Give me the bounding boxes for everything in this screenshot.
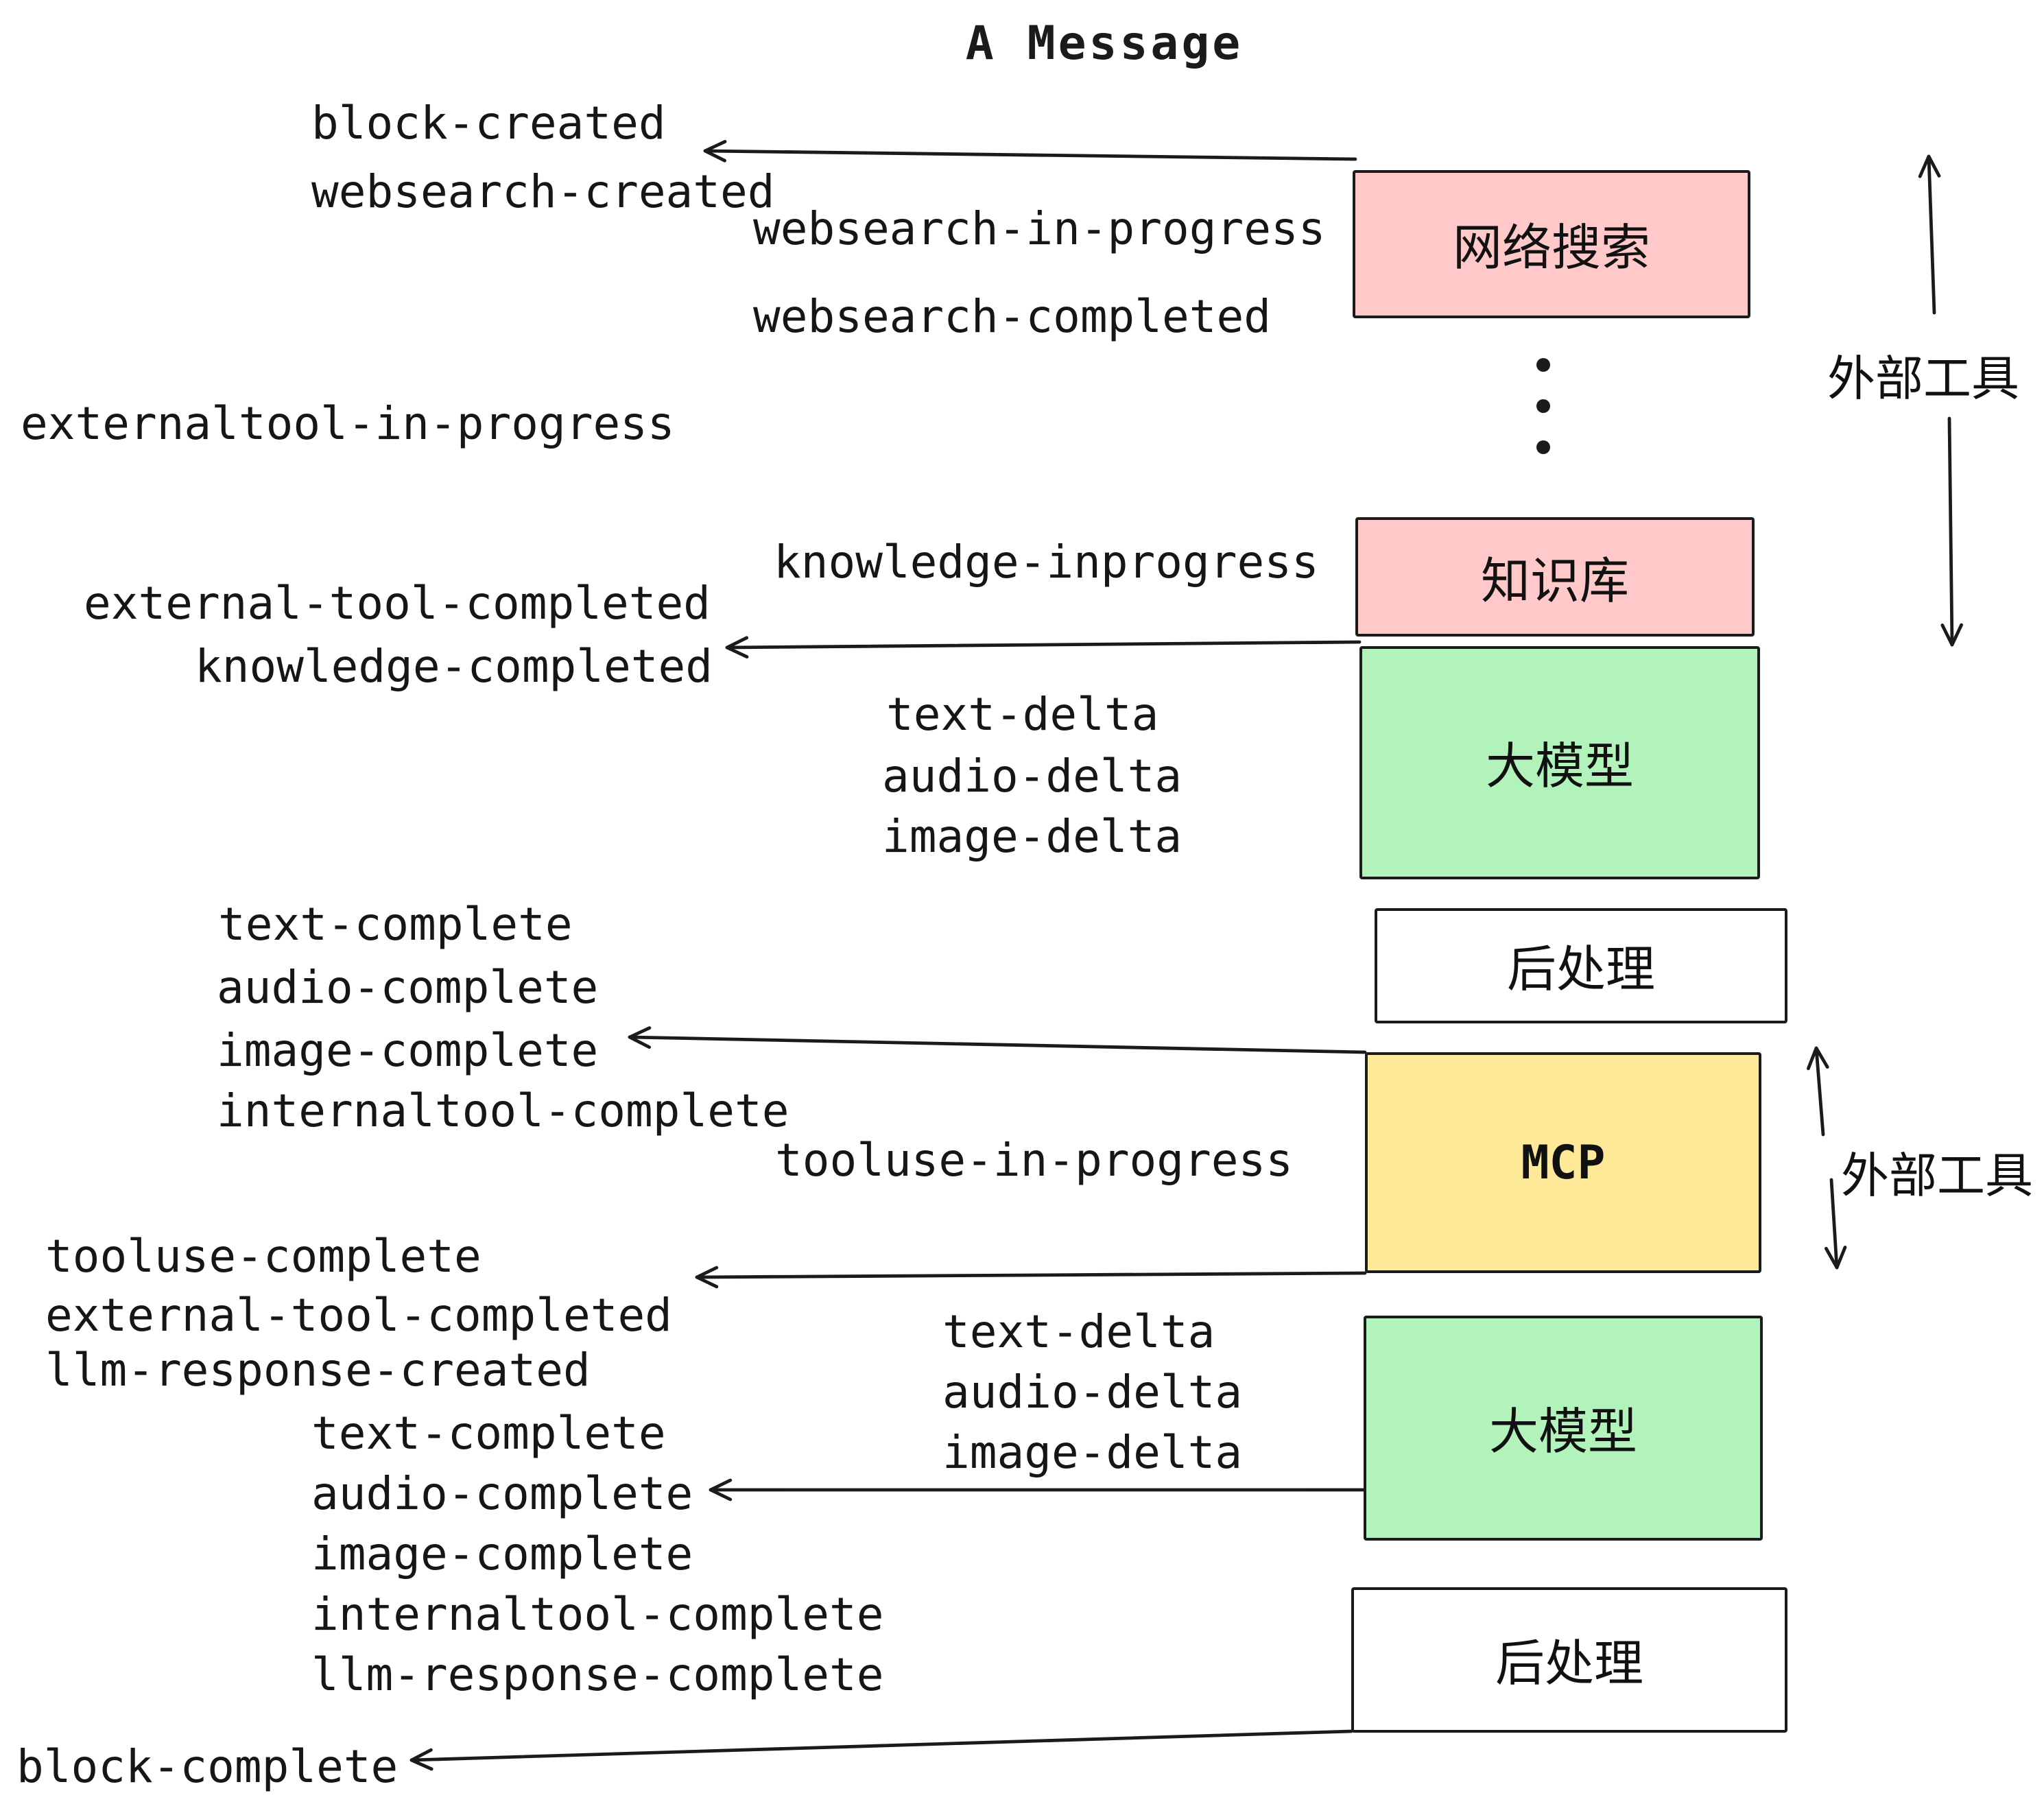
llm-box-1: 大模型	[1359, 646, 1760, 879]
llm-box-1-label: 大模型	[1485, 739, 1634, 796]
event-label-image-complete-24: image-complete	[311, 1527, 693, 1580]
arrow-tooluse-complete	[695, 1266, 1367, 1289]
websearch-box-label: 网络搜索	[1452, 221, 1650, 277]
event-label-knowledge-inprogress-5: knowledge-inprogress	[774, 535, 1319, 589]
external-tools-down-arrow-1	[1940, 416, 1963, 647]
event-label-external-tool-completed-6: external-tool-completed	[84, 576, 711, 630]
event-label-text-delta-19: text-delta	[942, 1305, 1215, 1358]
external-tools-up-arrow-1	[1918, 154, 1941, 315]
event-label-externaltool-in-progress-4: externaltool-in-progress	[21, 396, 675, 450]
event-label-image-delta-10: image-delta	[882, 809, 1183, 863]
arrow-block-complete	[409, 1729, 1353, 1771]
knowledge-box-label: 知识库	[1480, 554, 1629, 610]
side-label-external-tools-1: 外部工具	[1827, 353, 2020, 407]
event-label-websearch-completed-3: websearch-completed	[753, 289, 1271, 343]
arrow-websearch-created	[703, 140, 1357, 163]
llm-box-2-label: 大模型	[1488, 1405, 1637, 1461]
llm-box-2: 大模型	[1364, 1316, 1763, 1541]
external-tools-up-arrow-2	[1807, 1046, 1829, 1137]
ellipsis-dot-3	[1536, 440, 1550, 454]
event-label-block-created-0: block-created	[311, 96, 666, 150]
event-label-websearch-in-progress-2: websearch-in-progress	[753, 202, 1326, 255]
ellipsis-dot-1	[1536, 358, 1550, 372]
event-label-internaltool-complete-14: internaltool-complete	[217, 1084, 789, 1137]
websearch-box: 网络搜索	[1353, 170, 1750, 318]
event-label-llm-response-complete-26: llm-response-complete	[311, 1648, 884, 1701]
event-label-external-tool-completed-17: external-tool-completed	[45, 1288, 672, 1342]
event-label-audio-delta-9: audio-delta	[882, 749, 1183, 803]
event-label-image-complete-13: image-complete	[217, 1023, 599, 1077]
event-label-audio-complete-23: audio-complete	[311, 1467, 693, 1520]
event-label-text-complete-11: text-complete	[218, 897, 573, 951]
postprocess-box-1: 后处理	[1375, 908, 1787, 1023]
event-label-image-delta-21: image-delta	[942, 1425, 1243, 1479]
event-label-tooluse-in-progress-15: tooluse-in-progress	[775, 1133, 1293, 1187]
event-label-websearch-created-1: websearch-created	[311, 165, 775, 218]
postprocess-box-1-label: 后处理	[1506, 942, 1655, 999]
arrow-audio-complete	[709, 1478, 1366, 1502]
event-label-block-complete-27: block-complete	[16, 1740, 399, 1793]
mcp-box: MCP	[1365, 1052, 1761, 1273]
event-label-tooluse-complete-16: tooluse-complete	[45, 1229, 482, 1283]
postprocess-box-2-label: 后处理	[1495, 1637, 1643, 1693]
knowledge-box: 知识库	[1355, 517, 1755, 637]
diagram-title: A Message	[965, 16, 1244, 71]
event-label-audio-complete-12: audio-complete	[217, 960, 599, 1014]
side-label-external-tools-2: 外部工具	[1841, 1150, 2034, 1204]
event-label-text-complete-22: text-complete	[311, 1406, 666, 1460]
arrow-image-complete	[628, 1026, 1367, 1054]
event-label-text-delta-8: text-delta	[886, 687, 1159, 741]
mcp-box-label: MCP	[1521, 1135, 1606, 1190]
event-label-audio-delta-20: audio-delta	[942, 1365, 1243, 1419]
ellipsis-dot-2	[1536, 399, 1550, 413]
event-label-llm-response-created-18: llm-response-created	[45, 1343, 591, 1397]
event-label-knowledge-completed-7: knowledge-completed	[195, 639, 713, 693]
postprocess-box-2: 后处理	[1351, 1587, 1787, 1733]
event-label-internaltool-complete-25: internaltool-complete	[311, 1587, 884, 1641]
arrow-knowledge-completed	[725, 636, 1362, 658]
